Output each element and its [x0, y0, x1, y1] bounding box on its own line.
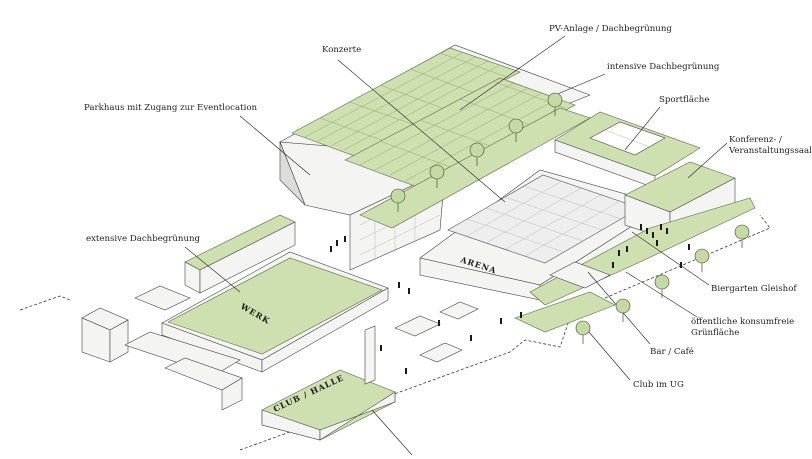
label-parkhaus: Parkhaus mit Zugang zur Eventlocation: [84, 103, 258, 113]
label-club-im-ug: Club im UG: [633, 380, 684, 390]
label-bar-cafe: Bar / Café: [650, 347, 694, 357]
pv-roof-upper: [291, 47, 521, 159]
club-halle-building: CLUB / HALLE: [261, 369, 396, 441]
west-buildings: [81, 285, 243, 411]
arena-roof-grid: [466, 180, 622, 257]
people: [330, 224, 690, 374]
label-gruenflaeche: Grünfläche: [691, 328, 740, 338]
plaza-blocks: [364, 301, 479, 385]
label-pv-anlage: PV-Anlage / Dachbegrünung: [549, 24, 672, 34]
sport-building: [554, 111, 701, 189]
site-boundary: [239, 214, 771, 451]
label-sportflaeche: Sportfläche: [659, 95, 710, 105]
tree-icon: [615, 298, 631, 322]
tree-icon: [390, 188, 406, 212]
arena-building: ARENA: [419, 169, 666, 301]
label-extensive-dachbegruenung: extensive Dachbegrünung: [86, 234, 201, 244]
extensive-green-building: [184, 214, 296, 294]
label-veranstaltungssaal: Veranstaltungssaal: [729, 146, 812, 156]
tree-icon: [547, 92, 563, 116]
bar-cafe-building: [549, 261, 611, 289]
site-boundary-west: [19, 295, 71, 311]
werk-building: WERK: [161, 251, 389, 373]
tree-icon: [734, 224, 750, 248]
tree-icon: [508, 118, 524, 142]
tree-icon: [575, 320, 591, 344]
pv-roof-lower: [344, 77, 576, 189]
label-konzerte: Konzerte: [322, 45, 362, 55]
label-konferenz: Konferenz- /: [729, 135, 782, 145]
label-oeffentliche-gruenflaeche: öffentliche konsumfreie: [691, 317, 795, 327]
tree-icon: [654, 274, 670, 298]
trees: [390, 92, 750, 344]
tree-icon: [429, 164, 445, 188]
tree-icon: [469, 142, 485, 166]
public-green-strip: [514, 291, 616, 333]
label-intensive-dachbegruenung: intensive Dachbegrünung: [607, 62, 720, 72]
leader-lines: [184, 35, 728, 456]
label-biergarten: Biergarten Gleishof: [711, 284, 797, 294]
tree-icon: [694, 248, 710, 272]
